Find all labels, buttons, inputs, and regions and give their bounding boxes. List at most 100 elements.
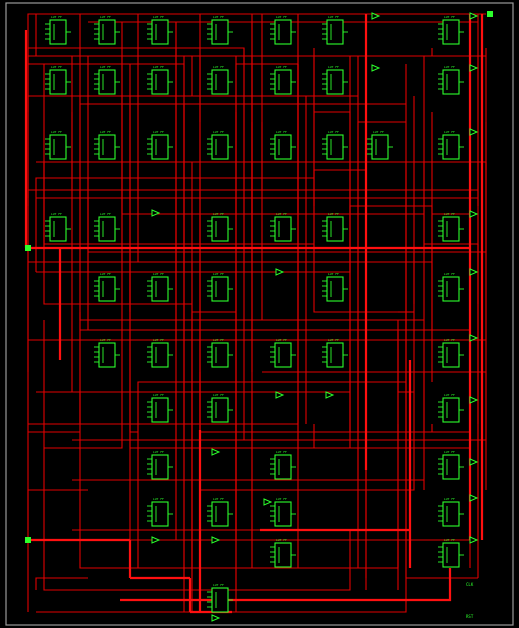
net-wire[interactable] [43,320,236,591]
buffer-triangle-icon[interactable] [469,396,479,404]
lut-cell-icon[interactable]: LUT FF [94,65,120,95]
net-wire[interactable] [192,439,471,568]
net-wire[interactable] [121,22,200,215]
net-wire[interactable] [79,14,406,105]
buffer-triangle-icon[interactable] [263,498,273,506]
buffer-triangle-icon[interactable] [211,536,221,544]
buffer-triangle-icon[interactable] [371,12,381,20]
net-wire[interactable] [28,392,81,425]
port-icon[interactable] [25,537,31,543]
net-wire[interactable] [314,111,351,448]
net-wire[interactable] [175,198,350,449]
net-wire[interactable] [350,161,425,490]
net-wire[interactable] [79,391,306,424]
lut-cell-icon[interactable]: LUT FF [147,450,173,480]
net-wire[interactable] [137,381,406,568]
net-wire[interactable] [35,177,252,272]
lut-cell-icon[interactable]: LUT FF [270,497,296,527]
net-wire[interactable] [236,56,425,253]
net-wire[interactable] [27,13,350,112]
lut-cell-icon[interactable]: LUT FF [147,272,173,302]
net-wire[interactable] [79,312,314,569]
net-wire[interactable] [236,530,351,591]
net-wire[interactable] [414,122,487,441]
net-wire[interactable] [431,112,486,163]
net-wire[interactable] [175,21,366,272]
net-wire[interactable] [130,64,299,341]
lut-cell-icon[interactable]: LUT FF [438,393,464,423]
buffer-triangle-icon[interactable] [151,536,161,544]
net-wire[interactable] [36,161,193,178]
lut-cell-icon[interactable]: LUT FF [322,65,348,95]
trunk-net-wire[interactable] [120,568,452,602]
net-wire[interactable] [36,64,407,613]
buffer-triangle-icon[interactable] [325,391,335,399]
lut-cell-icon[interactable]: LUT FF [438,15,464,45]
lut-cell-icon[interactable]: LUT FF [438,212,464,242]
net-wire[interactable] [313,424,470,449]
lut-cell-icon[interactable]: LUT FF [147,497,173,527]
lut-cell-icon[interactable]: LUT FF [147,15,173,45]
buffer-triangle-icon[interactable] [211,614,221,622]
lut-cell-icon[interactable]: LUT FF [322,15,348,45]
lut-cell-icon[interactable]: LUT FF [147,130,173,160]
lut-cell-icon[interactable]: LUT FF [270,538,296,568]
net-wire[interactable] [298,424,399,569]
lut-cell-icon[interactable]: LUT FF [322,272,348,302]
lut-cell-icon[interactable]: LUT FF [207,15,233,45]
lut-cell-icon[interactable]: LUT FF [147,338,173,368]
lut-cell-icon[interactable]: LUT FF [207,393,233,423]
net-wire[interactable] [27,55,486,372]
net-wire[interactable] [72,22,367,531]
net-wire[interactable] [44,55,89,330]
net-wire[interactable] [236,252,415,263]
port-icon[interactable] [25,245,31,251]
net-wire[interactable] [200,424,433,433]
net-wire[interactable] [129,243,252,304]
lut-cell-icon[interactable]: LUT FF [147,393,173,423]
lut-cell-icon[interactable]: LUT FF [438,130,464,160]
lut-cell-icon[interactable]: LUT FF [270,338,296,368]
net-wire[interactable] [137,13,200,262]
port-icon[interactable] [487,11,493,17]
net-wire[interactable] [138,529,399,590]
lut-cell-icon[interactable]: LUT FF [94,212,120,242]
net-wire[interactable] [80,329,367,590]
lut-cell-icon[interactable]: LUT FF [322,338,348,368]
buffer-triangle-icon[interactable] [469,210,479,218]
buffer-triangle-icon[interactable] [211,448,221,456]
lut-cell-icon[interactable]: LUT FF [322,130,348,160]
lut-cell-icon[interactable]: LUT FF [94,15,120,45]
lut-cell-icon[interactable]: LUT FF [438,338,464,368]
net-wire[interactable] [28,162,487,341]
net-wire[interactable] [43,162,192,305]
lut-cell-icon[interactable]: LUT FF [270,130,296,160]
lut-cell-icon[interactable]: LUT FF [438,497,464,527]
buffer-triangle-icon[interactable] [469,12,479,20]
lut-cell-icon[interactable]: LUT FF [45,65,71,95]
lut-cell-icon[interactable]: LUT FF [322,212,348,242]
net-wire[interactable] [130,47,245,64]
lut-cell-icon[interactable]: LUT FF [45,15,71,45]
lut-cell-icon[interactable]: LUT FF [147,65,173,95]
lut-cell-icon[interactable]: LUT FF [45,212,71,242]
buffer-triangle-icon[interactable] [469,536,479,544]
buffer-triangle-icon[interactable] [469,64,479,72]
net-wire[interactable] [199,439,350,448]
lut-cell-icon[interactable]: LUT FF [438,65,464,95]
net-wire[interactable] [71,112,184,393]
buffer-triangle-icon[interactable] [151,209,161,217]
net-wire[interactable] [252,447,359,568]
net-wire[interactable] [35,577,88,590]
net-wire[interactable] [27,95,358,198]
net-wire[interactable] [36,271,131,312]
lut-cell-icon[interactable]: LUT FF [207,130,233,160]
net-wire[interactable] [397,330,414,393]
lut-cell-icon[interactable]: LUT FF [207,497,233,527]
net-wire[interactable] [129,96,138,433]
net-wire[interactable] [184,319,359,480]
lut-cell-icon[interactable]: LUT FF [207,65,233,95]
buffer-triangle-icon[interactable] [469,128,479,136]
